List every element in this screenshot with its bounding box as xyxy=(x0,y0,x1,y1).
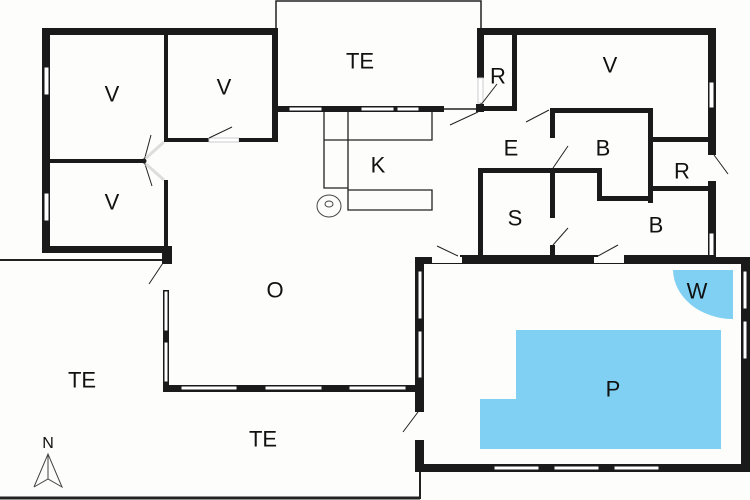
bedroom-block-ne xyxy=(436,28,729,262)
room-label-sauna: S xyxy=(508,206,523,231)
room-label-pool: P xyxy=(606,377,621,402)
pool-steps xyxy=(480,399,520,449)
room-label-bathroom-1: B xyxy=(596,136,611,161)
north-arrow-icon xyxy=(33,452,64,489)
pool-house xyxy=(402,257,750,472)
pool-basin xyxy=(516,330,721,449)
room-label-bedroom-ne: V xyxy=(603,53,618,78)
room-label-entrance: E xyxy=(504,136,519,161)
room-label-living: O xyxy=(266,278,283,303)
room-label-kitchen: K xyxy=(371,153,386,178)
room-label-bathroom-2: B xyxy=(649,213,664,238)
room-label-bedroom-nw-3: V xyxy=(105,190,120,215)
room-label-bedroom-nw-1: V xyxy=(105,82,120,107)
compass-label: N xyxy=(42,435,54,452)
room-label-storage-east: R xyxy=(674,159,690,184)
whirlpool-basin xyxy=(673,270,733,319)
kitchen-counters xyxy=(316,112,433,218)
room-label-terrace-north: TE xyxy=(346,49,374,74)
room-label-terrace-west: TE xyxy=(68,368,96,393)
terrace-outlines xyxy=(0,0,482,500)
living-walls xyxy=(163,290,421,392)
north-compass: N xyxy=(33,435,64,489)
room-label-storage-north: R xyxy=(490,64,506,89)
kitchen-north-wall xyxy=(276,104,484,126)
bedroom-block-nw xyxy=(42,28,290,285)
room-label-terrace-south: TE xyxy=(249,427,277,452)
room-label-bedroom-nw-2: V xyxy=(217,75,232,100)
room-labels: V V V TE R V K E B R S B O W P TE TE xyxy=(68,49,708,452)
room-label-whirlpool: W xyxy=(687,279,708,304)
